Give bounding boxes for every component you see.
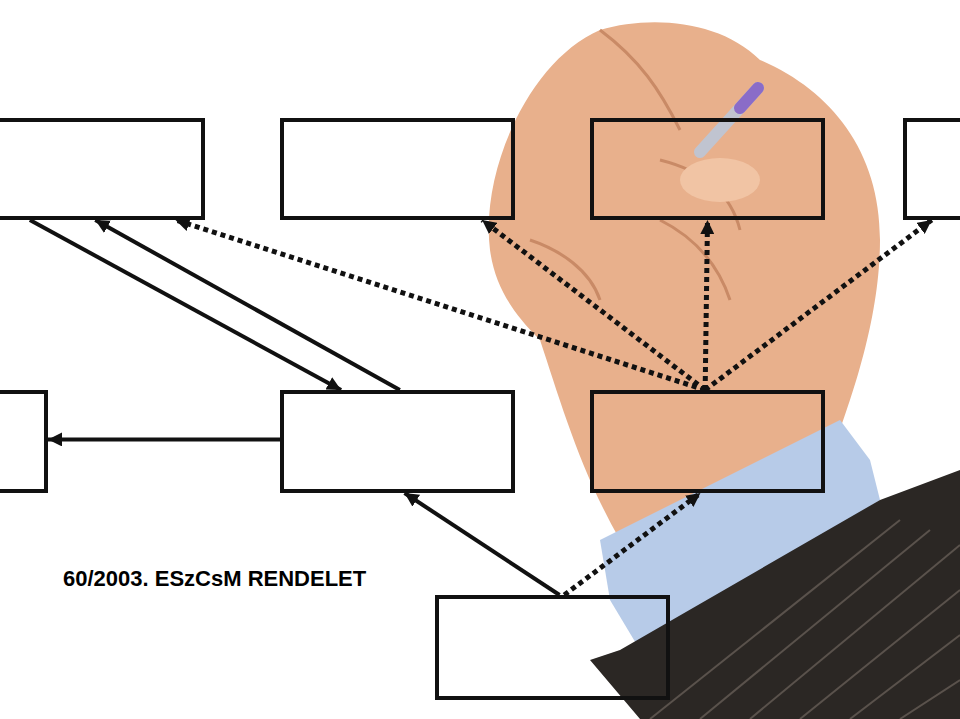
solid-arrow bbox=[30, 220, 341, 390]
process-box bbox=[590, 118, 825, 220]
dotted-arrow bbox=[482, 220, 705, 390]
process-box bbox=[435, 595, 670, 700]
process-box bbox=[280, 118, 515, 220]
dotted-arrow bbox=[175, 220, 705, 390]
dotted-arrow bbox=[705, 220, 932, 390]
solid-arrow bbox=[48, 437, 280, 441]
slide-title: 60/2003. ESzCsM RENDELET bbox=[63, 566, 366, 592]
process-box bbox=[590, 390, 825, 493]
process-box bbox=[903, 118, 960, 220]
process-box bbox=[280, 390, 515, 493]
process-box bbox=[0, 118, 205, 220]
solid-arrow bbox=[405, 493, 560, 595]
process-box bbox=[0, 390, 48, 493]
dotted-arrow bbox=[705, 220, 707, 390]
dotted-arrow bbox=[564, 493, 700, 595]
